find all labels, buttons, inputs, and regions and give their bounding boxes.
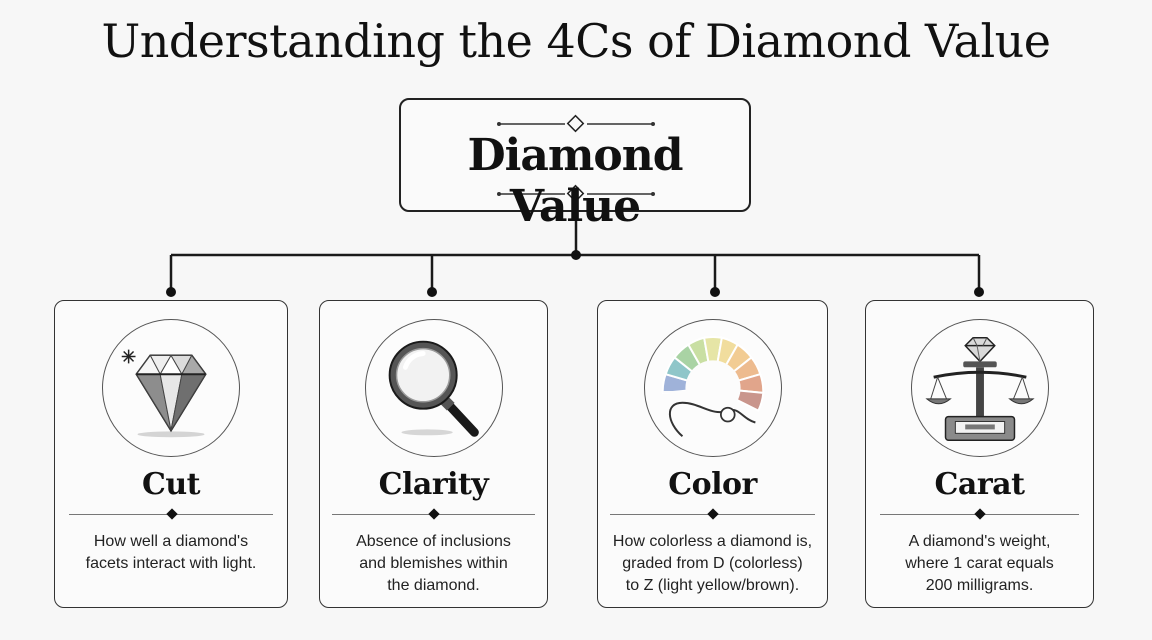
card-title: Cut (141, 467, 201, 502)
card-title: Carat (934, 467, 1025, 502)
divider-diamond (166, 508, 178, 520)
card-title: Color (668, 467, 757, 502)
card-description: A diamond's weight, where 1 carat equals… (905, 533, 1054, 594)
divider-diamond (428, 508, 440, 520)
card-title: Clarity (378, 467, 489, 502)
ornament-top (497, 114, 655, 203)
card-description: Absence of inclusions and blemishes with… (356, 533, 511, 594)
card-color: Color How colorless a diamond is, graded… (597, 300, 828, 608)
root-node: Diamond Value (399, 98, 751, 232)
diamond-icon (102, 319, 240, 457)
page-title: Understanding the 4Cs of Diamond Value (101, 14, 1051, 68)
color-scale-icon (643, 319, 782, 457)
card-cut: Cut How well a diamond's facets interact… (54, 300, 288, 608)
card-clarity: Clarity Absence of inclusions and blemis… (319, 300, 548, 608)
card-carat: Carat A diamond's weight, where 1 carat … (865, 300, 1094, 608)
card-description: How well a diamond's facets interact wit… (85, 533, 257, 572)
root-label: Diamond Value (467, 130, 683, 232)
card-description: How colorless a diamond is, graded from … (612, 533, 813, 594)
magnifying-glass-icon (364, 319, 503, 457)
divider-diamond (974, 508, 986, 520)
divider-diamond (707, 508, 719, 520)
scale-icon (910, 319, 1049, 457)
